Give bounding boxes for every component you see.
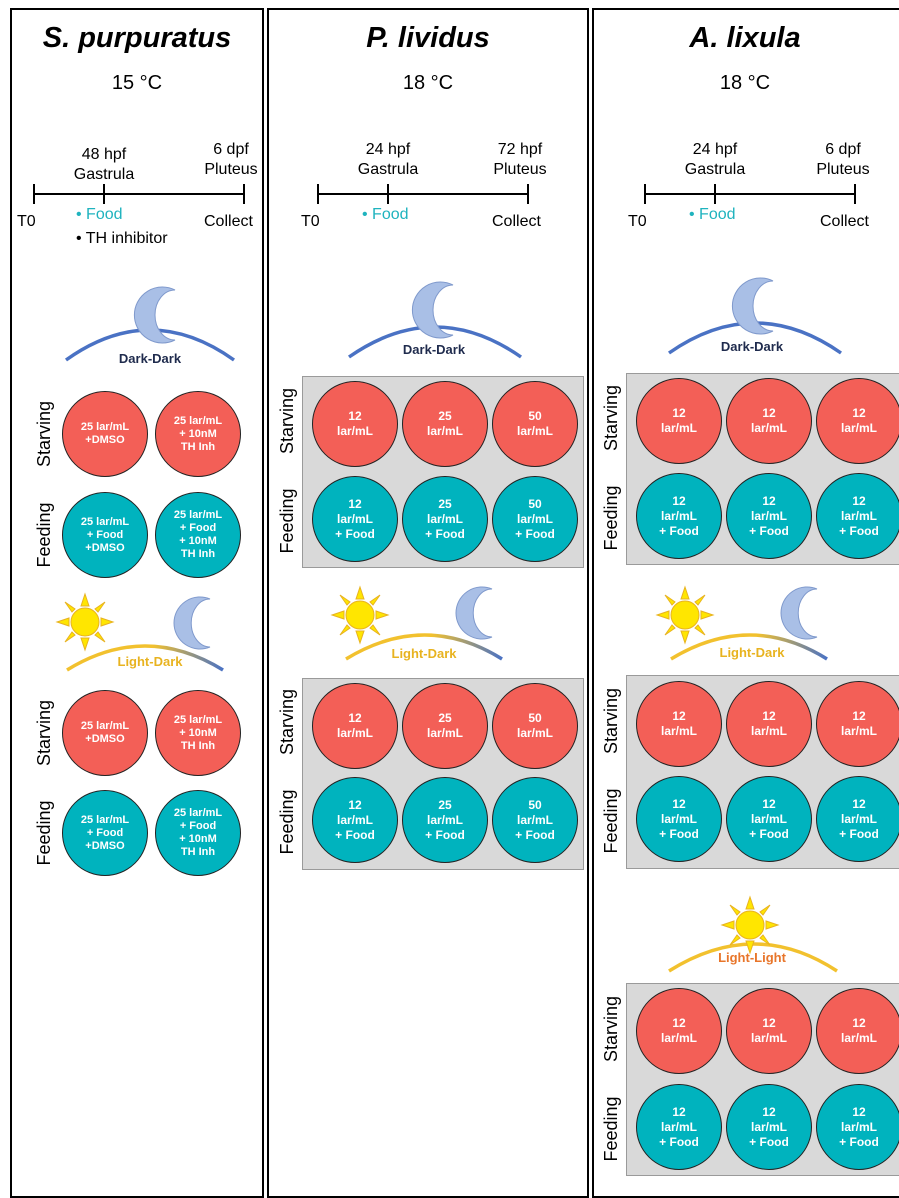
well-starving: 12 lar/mL: [312, 381, 398, 467]
light-dark-label: Light-Dark: [719, 645, 785, 660]
timeline-food-label: • Food: [689, 206, 736, 223]
well-starving: 25 lar/mL +DMSO: [62, 391, 148, 477]
well-feeding: 25 lar/mL + Food +DMSO: [62, 492, 148, 578]
feeding-row-label: Feeding: [601, 1096, 621, 1162]
well-feeding: 12 lar/mL + Food: [726, 1084, 812, 1170]
moon-icon: [780, 586, 818, 640]
well-starving: 50 lar/mL: [492, 683, 578, 769]
light-dark-condition-icon: [55, 592, 224, 672]
dark-dark-condition-icon: [667, 277, 843, 355]
dark-dark-condition-icon: [347, 281, 523, 359]
light-dark-condition-icon: [330, 585, 503, 661]
timeline-food-label: • Food: [76, 206, 123, 223]
well-starving: 12 lar/mL: [816, 681, 899, 767]
timeline-collect-label: Collect: [204, 213, 253, 230]
well-starving: 12 lar/mL: [816, 988, 899, 1074]
moon-icon: [173, 596, 211, 650]
well-starving: 25 lar/mL + 10nM TH Inh: [155, 690, 241, 776]
well-starving: 12 lar/mL: [726, 988, 812, 1074]
dark-dark-label: Dark-Dark: [720, 339, 784, 354]
well-feeding: 25 lar/mL + Food: [402, 777, 488, 863]
temperature-label: 18 °C: [719, 72, 771, 94]
timeline-collect-label: Collect: [492, 213, 541, 230]
well-feeding: 25 lar/mL + Food + 10nM TH Inh: [155, 492, 241, 578]
starving-row-label: Starving: [601, 995, 621, 1063]
moon-icon: [455, 586, 493, 640]
well-starving: 12 lar/mL: [726, 681, 812, 767]
timeline-food-label: • Food: [362, 206, 409, 223]
well-feeding: 12 lar/mL + Food: [636, 1084, 722, 1170]
light-light-condition-icon: [668, 895, 838, 973]
starving-row-label: Starving: [601, 687, 621, 755]
well-feeding: 12 lar/mL + Food: [636, 776, 722, 862]
light-dark-label: Light-Dark: [117, 654, 183, 669]
light-light-label: Light-Light: [718, 950, 786, 965]
well-feeding: 50 lar/mL + Food: [492, 476, 578, 562]
well-starving: 12 lar/mL: [816, 378, 899, 464]
well-feeding: 50 lar/mL + Food: [492, 777, 578, 863]
species-title: A. lixula: [689, 22, 801, 54]
sun-icon: [55, 592, 115, 652]
light-dark-label: Light-Dark: [391, 646, 457, 661]
timeline-t0-label: T0: [301, 213, 320, 230]
dark-dark-label: Dark-Dark: [402, 342, 466, 357]
feeding-row-label: Feeding: [601, 788, 621, 854]
moon-icon: [731, 277, 774, 335]
well-feeding: 12 lar/mL + Food: [816, 1084, 899, 1170]
well-feeding: 12 lar/mL + Food: [726, 776, 812, 862]
well-feeding: 12 lar/mL + Food: [816, 473, 899, 559]
sun-icon: [330, 585, 390, 645]
well-starving: 50 lar/mL: [492, 381, 578, 467]
species-title: S. purpuratus: [42, 22, 232, 54]
species-title: P. lividus: [366, 22, 490, 54]
well-feeding: 25 lar/mL + Food +DMSO: [62, 790, 148, 876]
light-dark-condition-icon: [655, 585, 828, 661]
well-starving: 25 lar/mL +DMSO: [62, 690, 148, 776]
moon-icon: [411, 281, 454, 339]
timeline-t0-label: T0: [17, 213, 36, 230]
timeline-inhibitor-label: • TH inhibitor: [76, 230, 168, 247]
well-starving: 25 lar/mL + 10nM TH Inh: [155, 391, 241, 477]
sun-icon: [655, 585, 715, 645]
well-feeding: 12 lar/mL + Food: [636, 473, 722, 559]
temperature-label: 18 °C: [402, 72, 454, 94]
well-feeding: 12 lar/mL + Food: [312, 777, 398, 863]
well-starving: 12 lar/mL: [312, 683, 398, 769]
well-starving: 12 lar/mL: [636, 988, 722, 1074]
well-starving: 12 lar/mL: [726, 378, 812, 464]
well-feeding: 12 lar/mL + Food: [312, 476, 398, 562]
well-starving: 25 lar/mL: [402, 683, 488, 769]
dark-dark-label: Dark-Dark: [118, 351, 182, 366]
dark-dark-condition-icon: [64, 286, 236, 362]
well-feeding: 25 lar/mL + Food + 10nM TH Inh: [155, 790, 241, 876]
moon-icon: [133, 286, 176, 344]
timeline-t0-label: T0: [628, 213, 647, 230]
starving-row-label: Starving: [601, 384, 621, 452]
well-feeding: 25 lar/mL + Food: [402, 476, 488, 562]
timeline-collect-label: Collect: [820, 213, 869, 230]
well-starving: 12 lar/mL: [636, 378, 722, 464]
well-starving: 12 lar/mL: [636, 681, 722, 767]
sun-icon: [720, 895, 780, 955]
well-feeding: 12 lar/mL + Food: [726, 473, 812, 559]
well-feeding: 12 lar/mL + Food: [816, 776, 899, 862]
feeding-row-label: Feeding: [601, 485, 621, 551]
well-starving: 25 lar/mL: [402, 381, 488, 467]
temperature-label: 15 °C: [111, 72, 163, 94]
